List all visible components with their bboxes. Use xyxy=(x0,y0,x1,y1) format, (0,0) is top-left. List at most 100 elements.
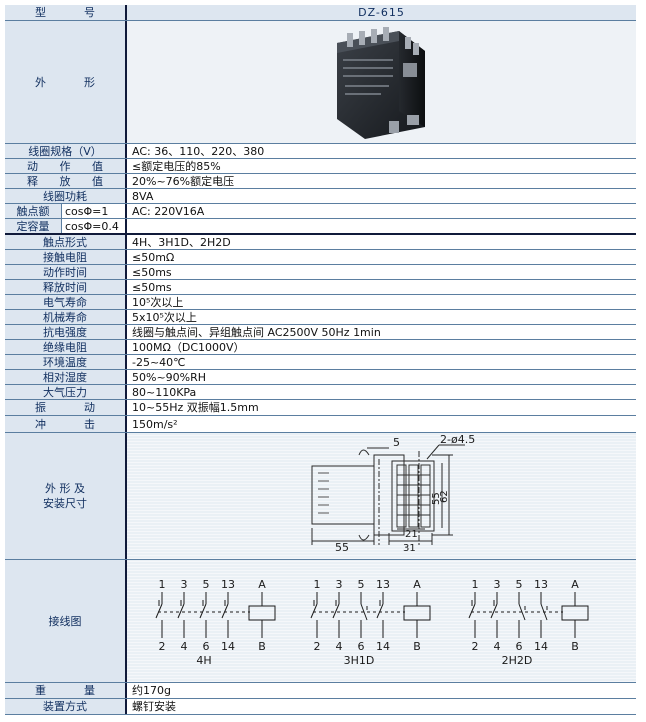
row-release: 释放值 20%~76%额定电压 xyxy=(5,174,636,188)
ambient-temp-value: -25~40℃ xyxy=(127,355,636,369)
electrical-life-value: 10⁵次以上 xyxy=(127,295,636,309)
contact-blade-no xyxy=(490,603,498,619)
label-char: 释 xyxy=(27,174,38,188)
terminal-top-label: 5 xyxy=(516,578,523,591)
rating-value-2 xyxy=(127,219,636,233)
coil-power-label: 线圈功耗 xyxy=(5,189,127,203)
divider xyxy=(5,249,636,250)
terminal-top-label: 1 xyxy=(159,578,166,591)
terminal-bottom-label: 4 xyxy=(494,640,501,653)
mounting-label: 装置方式 xyxy=(5,699,127,714)
label-char: 号 xyxy=(84,6,95,19)
coil-symbol xyxy=(403,605,431,621)
rating-sub-label-2: cosΦ=0.4 xyxy=(61,219,125,233)
model-value: DZ-615 xyxy=(127,5,636,20)
operate-time-value: ≤50ms xyxy=(127,265,636,279)
terminal-bottom-label: 2 xyxy=(314,640,321,653)
rating-label-1: 触点额 cosΦ=1 xyxy=(5,204,127,218)
terminal-bottom-label: 4 xyxy=(181,640,188,653)
divider xyxy=(5,415,636,416)
dim-55h-text: 55 xyxy=(335,541,349,554)
dimensions-label-line1: 外 形 及 xyxy=(45,482,85,495)
terminal-top-label: 3 xyxy=(494,578,501,591)
terminal-top-label: 5 xyxy=(203,578,210,591)
terminal-top-label: A xyxy=(571,578,579,591)
diagram-type-label: 3H1D xyxy=(344,654,375,667)
contact-blade-no xyxy=(310,603,318,619)
humidity-value: 50%~90%RH xyxy=(127,370,636,384)
divider xyxy=(5,324,636,325)
vibration-label: 振动 xyxy=(5,400,127,415)
operate-time-label: 动作时间 xyxy=(5,265,127,279)
release-value: 20%~76%额定电压 xyxy=(127,174,636,188)
relay-front-view xyxy=(391,460,435,532)
model-label: 型号 xyxy=(5,5,127,20)
rating-group-label-bottom: 定容量 xyxy=(16,219,50,233)
label-char: 击 xyxy=(84,417,95,431)
divider xyxy=(5,432,636,433)
contact-blade-no xyxy=(468,603,476,619)
terminal-top-label: A xyxy=(258,578,266,591)
divider xyxy=(5,339,636,340)
coil-power-value: 8VA xyxy=(127,189,636,203)
divider xyxy=(5,682,636,683)
divider xyxy=(5,233,636,235)
divider xyxy=(5,294,636,295)
terminal-top-label: 5 xyxy=(358,578,365,591)
row-appearance: 外形 xyxy=(5,21,636,143)
humidity-label: 相对湿度 xyxy=(5,370,127,384)
terminal-bottom-label: 14 xyxy=(534,640,548,653)
terminal-top-label: A xyxy=(413,578,421,591)
divider xyxy=(5,203,636,204)
dim-55v-text: 55 xyxy=(431,492,442,505)
coil-spec-label: 线圈规格（V） xyxy=(5,144,127,158)
row-shock: 冲击 150m/s² xyxy=(5,416,636,432)
shock-value: 150m/s² xyxy=(127,416,636,432)
dim-5-text: 5 xyxy=(393,436,400,449)
pickup-value: ≤额定电压的85% xyxy=(127,159,636,173)
row-release-time: 释放时间 ≤50ms xyxy=(5,280,636,294)
row-mounting: 装置方式 螺钉安装 xyxy=(5,699,636,714)
row-dimensions: 外 形 及安装尺寸 xyxy=(5,433,636,559)
row-coil-power: 线圈功耗 8VA xyxy=(5,189,636,203)
terminal-bottom-label: 4 xyxy=(336,640,343,653)
dimensions-drawing-cell: 5 2-ø4.5 55 21 31 55 62 xyxy=(127,433,636,559)
pressure-value: 80~110KPa xyxy=(127,385,636,399)
row-dielectric: 抗电强度 线圈与触点间、异组触点间 AC2500V 50Hz 1min xyxy=(5,325,636,339)
vibration-value: 10~55Hz 双振幅1.5mm xyxy=(127,400,636,415)
dimensions-label: 外 形 及安装尺寸 xyxy=(5,433,127,559)
divider xyxy=(5,264,636,265)
insulation-label: 绝缘电阻 xyxy=(5,340,127,354)
label-char: 作 xyxy=(59,159,71,173)
insulation-value: 100MΩ（DC1000V） xyxy=(127,340,636,354)
hole-leader xyxy=(426,444,440,460)
row-insulation: 绝缘电阻 100MΩ（DC1000V） xyxy=(5,340,636,354)
divider xyxy=(5,354,636,355)
release-time-label: 释放时间 xyxy=(5,280,127,294)
terminal-top-label: 13 xyxy=(221,578,235,591)
row-contact-resistance: 接触电阻 ≤50mΩ xyxy=(5,250,636,264)
row-mechanical-life: 机械寿命 5x10⁵次以上 xyxy=(5,310,636,324)
terminal-top-label: 1 xyxy=(314,578,321,591)
row-contact-form: 触点形式 4H、3H1D、2H2D xyxy=(5,235,636,249)
row-operate-time: 动作时间 ≤50ms xyxy=(5,265,636,279)
row-model: 型号 DZ-615 xyxy=(5,5,636,20)
row-coil-spec: 线圈规格（V） AC: 36、110、220、380 xyxy=(5,144,636,158)
rating-label-2: 定容量 cosΦ=0.4 xyxy=(5,219,127,233)
contact-blade-no xyxy=(221,603,229,619)
terminal-top-label: 13 xyxy=(376,578,390,591)
dielectric-label: 抗电强度 xyxy=(5,325,127,339)
coil-spec-value: AC: 36、110、220、380 xyxy=(127,144,636,158)
divider xyxy=(5,309,636,310)
mount-tab-bottom xyxy=(358,534,370,541)
row-pickup: 动作值 ≤额定电压的85% xyxy=(5,159,636,173)
label-char: 量 xyxy=(84,684,95,697)
terminal-top-label: 3 xyxy=(336,578,343,591)
label-char: 值 xyxy=(92,159,103,173)
contact-blade-no xyxy=(177,603,185,619)
coil-symbol xyxy=(561,605,589,621)
rating-group-label-top: 触点额 xyxy=(16,204,50,218)
divider xyxy=(5,559,636,560)
